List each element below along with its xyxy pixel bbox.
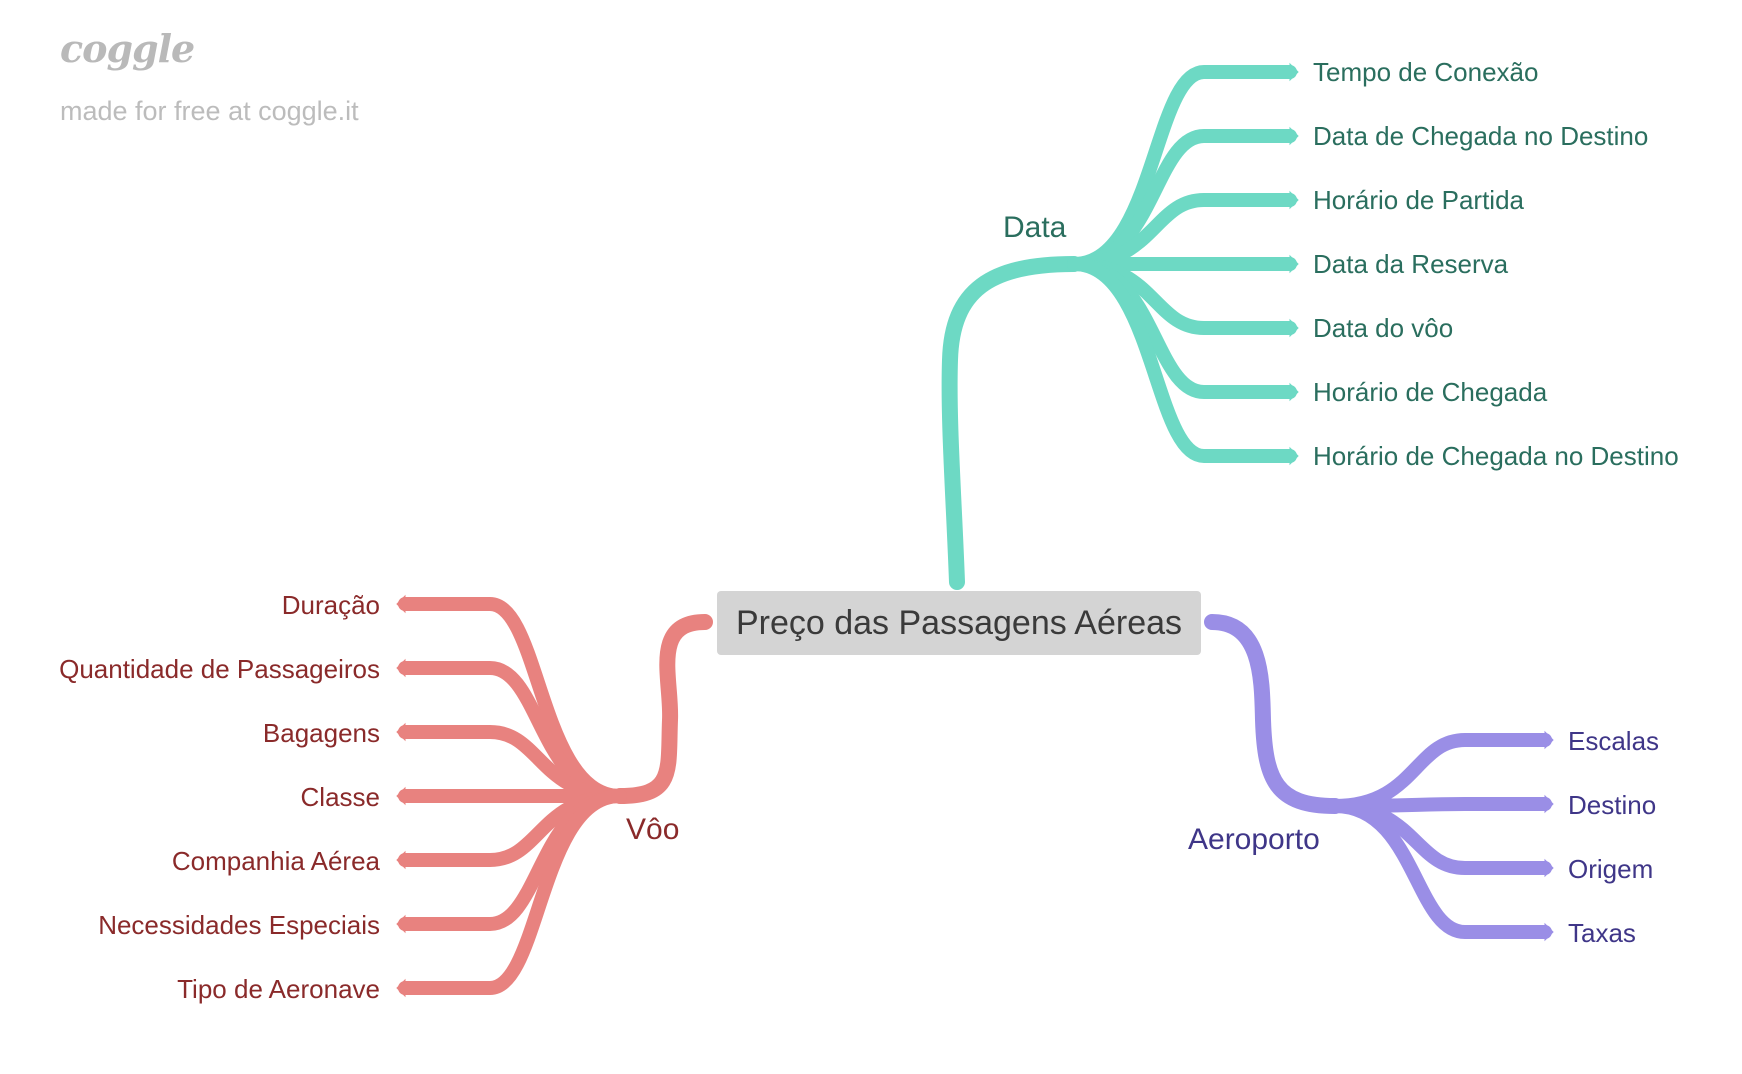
voo-child-connector-6 (398, 789, 627, 995)
aeroporto-child-arrow-1 (1544, 794, 1554, 814)
data-child-data-de-chegada-no-destino[interactable]: Data de Chegada no Destino (1313, 121, 1649, 151)
data-child-data-do-voo[interactable]: Data do vôo (1313, 313, 1454, 343)
data-branch-connectors (941, 62, 1299, 590)
branch-data-label[interactable]: Data (1003, 211, 1067, 244)
data-child-tempo-de-conexao[interactable]: Tempo de Conexão (1313, 57, 1539, 87)
aeroporto-child-connector-3 (1328, 799, 1552, 939)
root-node[interactable]: Preço das Passagens Aéreas (717, 591, 1201, 655)
voo-child-arrow-5 (396, 914, 406, 934)
voo-child-arrow-6 (396, 978, 406, 998)
aeroporto-child-escalas[interactable]: Escalas (1568, 726, 1660, 756)
data-child-data-da-reserva[interactable]: Data da Reserva (1313, 249, 1509, 279)
aeroporto-child-connector-0 (1328, 733, 1552, 813)
aeroporto-child-arrow-2 (1544, 858, 1554, 878)
aeroporto-branch-connectors (1204, 614, 1554, 942)
coggle-logo: coggle (60, 26, 195, 71)
voo-child-connector-2 (398, 725, 627, 803)
aeroporto-child-origem[interactable]: Origem (1568, 854, 1654, 884)
data-child-connector-6 (1067, 257, 1297, 463)
voo-child-companhia-aerea[interactable]: Companhia Aérea (171, 846, 380, 876)
data-child-arrow-0 (1289, 62, 1299, 82)
voo-child-quantidade-de-passageiros[interactable]: Quantidade de Passageiros (59, 654, 380, 684)
voo-child-arrow-3 (396, 786, 406, 806)
voo-child-necessidades-especiais[interactable]: Necessidades Especiais (98, 910, 380, 940)
branch-voo-label[interactable]: Vôo (626, 813, 680, 846)
root-node-label: Preço das Passagens Aéreas (735, 603, 1183, 642)
voo-child-bagagens[interactable]: Bagagens (262, 718, 380, 748)
data-child-arrow-6 (1289, 446, 1299, 466)
aeroporto-child-taxas[interactable]: Taxas (1568, 918, 1636, 948)
voo-child-arrow-0 (396, 594, 406, 614)
coggle-tagline: made for free at coggle.it (60, 96, 359, 126)
data-child-horario-de-partida[interactable]: Horário de Partida (1313, 185, 1524, 215)
voo-branch-connectors (396, 594, 713, 998)
data-trunk-connector (941, 256, 1082, 590)
voo-child-duracao[interactable]: Duração (281, 590, 380, 620)
data-child-arrow-4 (1289, 318, 1299, 338)
aeroporto-child-destino[interactable]: Destino (1568, 790, 1657, 820)
data-child-arrow-2 (1289, 190, 1299, 210)
aeroporto-trunk-connector (1204, 614, 1343, 814)
data-child-arrow-5 (1289, 382, 1299, 402)
aeroporto-child-arrow-3 (1544, 922, 1554, 942)
voo-child-arrow-1 (396, 658, 406, 678)
data-child-arrow-1 (1289, 126, 1299, 146)
voo-child-arrow-4 (396, 850, 406, 870)
voo-child-connector-0 (398, 597, 627, 803)
branch-aeroporto-label[interactable]: Aeroporto (1188, 823, 1320, 856)
data-child-connector-2 (1067, 193, 1297, 271)
voo-child-classe[interactable]: Classe (300, 782, 380, 812)
data-child-connector-0 (1067, 65, 1297, 271)
data-child-arrow-3 (1289, 254, 1299, 274)
aeroporto-child-arrow-0 (1544, 730, 1554, 750)
data-child-horario-de-chegada[interactable]: Horário de Chegada (1313, 377, 1548, 407)
voo-child-tipo-de-aeronave[interactable]: Tipo de Aeronave (177, 974, 380, 1004)
voo-trunk-connector (612, 614, 713, 804)
voo-child-arrow-2 (396, 722, 406, 742)
data-child-horario-de-chegada-no-destino[interactable]: Horário de Chegada no Destino (1313, 441, 1679, 471)
